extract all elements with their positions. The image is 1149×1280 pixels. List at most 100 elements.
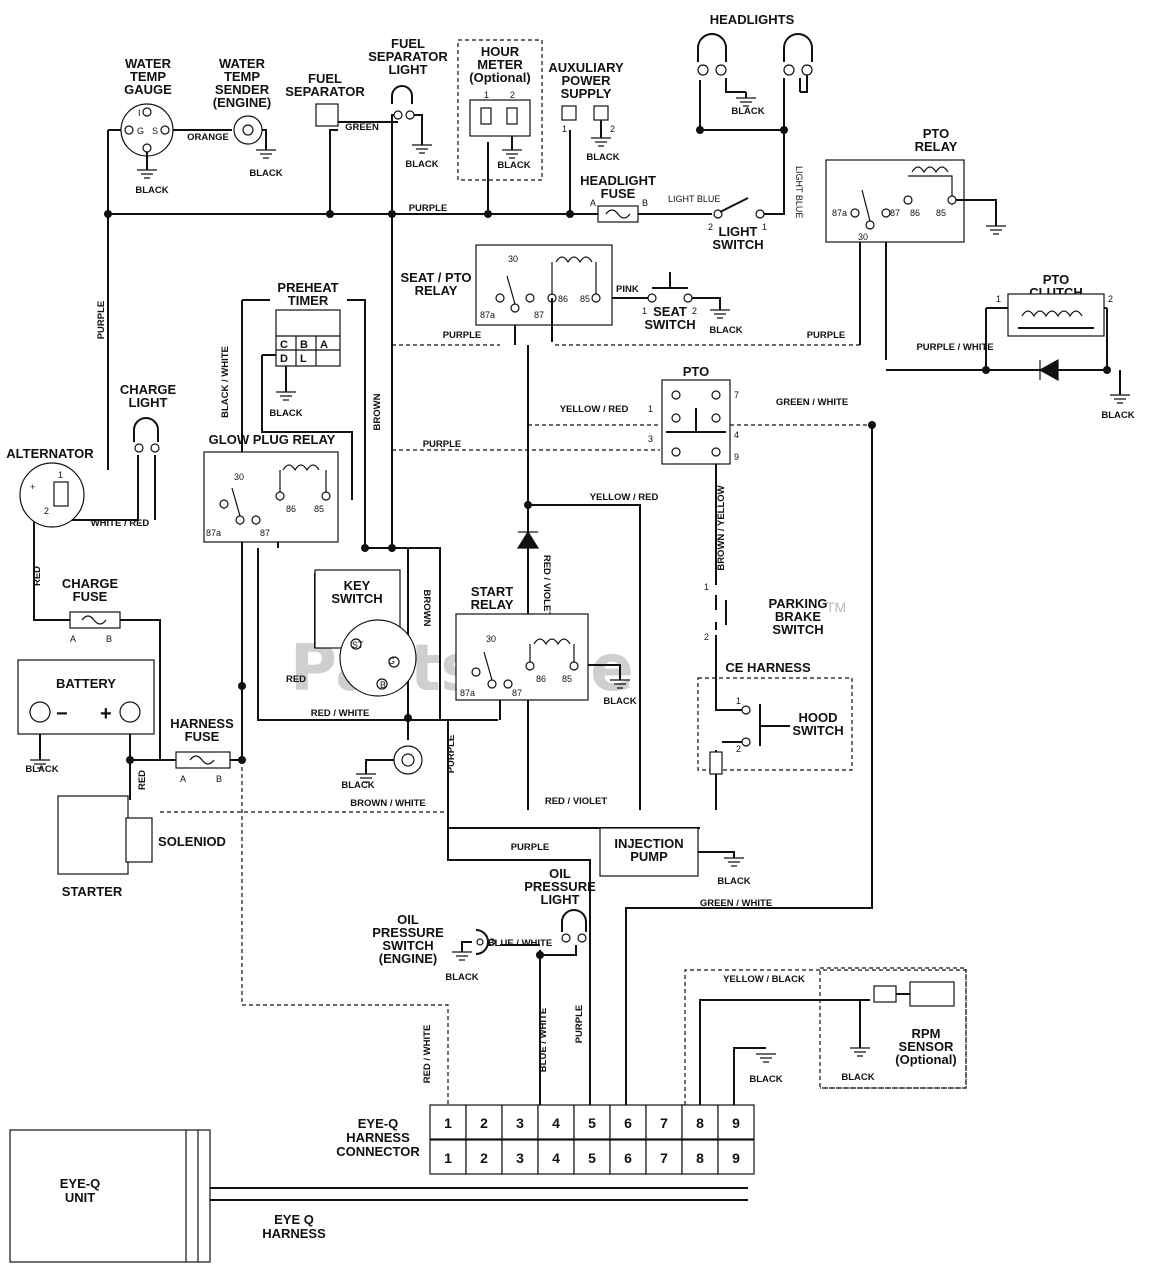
black-white-label: BLACK / WHITE: [220, 346, 231, 418]
rpm-body: [909, 981, 955, 1007]
terminal: [593, 105, 609, 121]
aux-ground-label: BLACK: [586, 152, 619, 163]
pb-contact: [715, 595, 727, 630]
terminal: [506, 107, 518, 125]
charge-fuse-label-1: CHARGE: [62, 576, 119, 591]
sender-ground-label: BLACK: [249, 168, 282, 179]
terminal: [711, 413, 721, 423]
connector-cell: [465, 1104, 503, 1140]
red-violet-label: RED / VIOLET: [541, 555, 552, 617]
connector-cell: [537, 1104, 575, 1140]
ops-label-2: PRESSURE: [372, 925, 444, 940]
sr-pin-30: 30: [486, 634, 496, 644]
glow-plug-relay: GLOW PLUG RELAY 87a 30 87 86 85: [203, 432, 339, 543]
fsl-ground-label: BLACK: [405, 159, 438, 170]
aux-label-1: AUXULIARY: [548, 60, 624, 75]
fsl-label-2: SEPARATOR: [368, 49, 448, 64]
junction: [780, 126, 788, 134]
ops-label-3: SWITCH: [382, 938, 433, 953]
pto-clutch: PTO CLUTCH 1 2 BLACK PURPLE / WHITE: [916, 272, 1134, 421]
spr-pin-86: 86: [558, 294, 568, 304]
hood-pin-2: 2: [736, 744, 741, 754]
terminal: [134, 443, 144, 453]
spr-label-1: SEAT / PTO: [400, 270, 471, 285]
terminal: [476, 938, 484, 946]
yellow-red-label: YELLOW / RED: [590, 492, 659, 503]
aux-label-2: POWER: [561, 73, 611, 88]
start-relay: START RELAY 87a 30 87 86 85 BLACK: [455, 584, 637, 707]
key-pin-st: ST: [352, 640, 364, 650]
hood-contact: [759, 704, 790, 746]
preheat-timer: PREHEAT TIMER C B A D L BLACK BLACK / WH…: [220, 280, 383, 490]
pts-pin-1: 1: [648, 404, 653, 414]
ce-harness-boundary: [697, 677, 853, 771]
terminal: [503, 679, 513, 689]
pts-pin-7: 7: [734, 390, 739, 400]
terminal: [577, 933, 587, 943]
watermark-tm: TM: [826, 599, 846, 615]
clutch-ground-label: BLACK: [1101, 410, 1134, 421]
terminal: [850, 208, 860, 218]
terminal: [376, 678, 388, 690]
alternator-body: [19, 462, 85, 528]
junctions: [104, 126, 1111, 959]
junction: [326, 210, 334, 218]
connector-pin-4: 4: [552, 1150, 560, 1166]
gauge-pin-g: G: [137, 126, 144, 136]
key-label-2: SWITCH: [331, 591, 382, 606]
connector-pin-4: 4: [552, 1115, 560, 1131]
red-white-label: RED / WHITE: [311, 708, 370, 719]
terminal: [711, 447, 721, 457]
preheat-label-2: TIMER: [288, 293, 329, 308]
terminal: [219, 499, 229, 509]
terminal: [525, 661, 535, 671]
key-switch: KEY SWITCH ST G B BROWN RED RED / WHITE …: [286, 569, 432, 791]
ce-harness-label: CE HARNESS: [725, 660, 811, 675]
terminal: [251, 515, 261, 525]
opl-label-1: OIL: [549, 866, 571, 881]
battery-neg-terminal: [29, 701, 51, 723]
eyeq-connector-label-2: HARNESS: [346, 1130, 410, 1145]
diode-icon: [1038, 358, 1059, 382]
key-pin-g: G: [388, 656, 395, 666]
terminal: [865, 220, 875, 230]
battery-pos-terminal: [119, 701, 141, 723]
light-blue-label: LIGHT BLUE: [668, 194, 720, 204]
rpm-label-1: RPM: [912, 1026, 941, 1041]
gpr-pin-87: 87: [260, 528, 270, 538]
connector-cell: [465, 1139, 503, 1175]
terminal: [321, 491, 331, 501]
brown-white-label: BROWN / WHITE: [350, 798, 425, 809]
junction: [238, 756, 246, 764]
ops-ground-label: BLACK: [445, 972, 478, 983]
ip-label-1: INJECTION: [614, 836, 683, 851]
preheat-pin-a: A: [320, 339, 328, 351]
charge-light-label-2: LIGHT: [129, 395, 168, 410]
terminal: [881, 208, 891, 218]
gauge-ground-label: BLACK: [135, 185, 168, 196]
spr-pin-87: 87: [534, 310, 544, 320]
connector-pin-9: 9: [732, 1115, 740, 1131]
pb-label-3: SWITCH: [772, 622, 823, 637]
pto-relay-label-1: PTO: [923, 126, 950, 141]
headlight-left-icon: [697, 33, 727, 62]
harness-fuse-label-2: FUSE: [185, 729, 220, 744]
terminal: [235, 515, 245, 525]
hour-meter-label-3: (Optional): [469, 70, 530, 85]
junction: [361, 544, 369, 552]
connector-cell: [681, 1139, 719, 1175]
pr-pin-87a: 87a: [832, 208, 847, 218]
coil-icon: [282, 464, 320, 472]
seat-ground-label: BLACK: [709, 325, 742, 336]
ip-ground-label: BLACK: [717, 876, 750, 887]
alt-pin-plus: +: [30, 482, 35, 492]
junction: [566, 210, 574, 218]
pb-pin-2: 2: [704, 632, 709, 642]
junction: [696, 126, 704, 134]
red-label: RED: [32, 566, 43, 586]
hm-pin-2: 2: [510, 90, 515, 100]
connector-pin-5: 5: [588, 1150, 596, 1166]
junction: [388, 544, 396, 552]
pb-label-2: BRAKE: [775, 609, 822, 624]
